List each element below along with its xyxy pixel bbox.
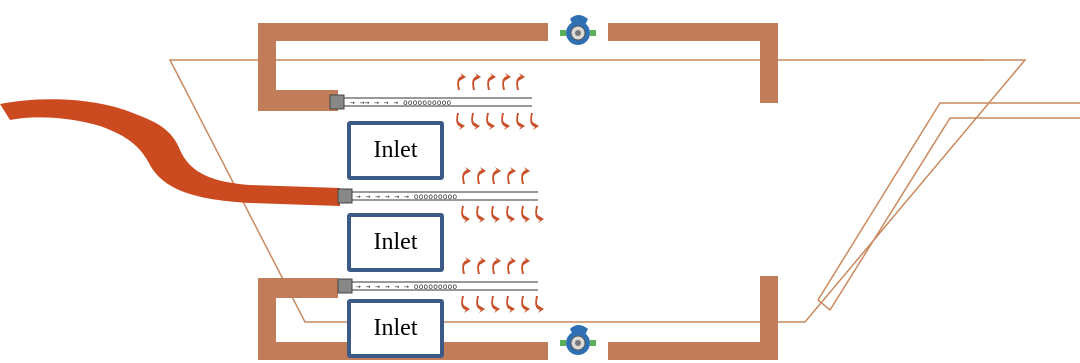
top-furnace-wall [258, 23, 778, 111]
inlet-label-2: Inlet [347, 213, 444, 272]
burner-icon [337, 278, 353, 294]
top-fan-icon [559, 14, 597, 46]
burner-icon [337, 188, 353, 204]
fuel-pipe [0, 99, 340, 206]
inlet-text: Inlet [373, 229, 418, 255]
flame-icon [456, 73, 539, 130]
inlet-label-3: Inlet [347, 299, 444, 358]
bottom-fan-icon [559, 324, 597, 356]
burner-icon [329, 94, 345, 110]
arrow-icon: → → → → → → ooooooooo [356, 192, 457, 201]
burner-2: → → → → → → ooooooooo [337, 167, 544, 223]
inlet-text: Inlet [373, 315, 418, 341]
arrow-icon: → → → → → → ooooooooo [356, 282, 457, 291]
exhaust-duct [817, 102, 1080, 312]
inlet-text: Inlet [373, 137, 418, 163]
flame-icon [461, 257, 544, 313]
arrow-icon: → →→ → → → oooooooooo [350, 98, 451, 107]
burner-3: → → → → → → ooooooooo [337, 257, 544, 313]
inlet-label-1: Inlet [347, 121, 444, 180]
burner-1: → →→ → → → oooooooooo [329, 73, 539, 130]
chamber-outline [168, 59, 1027, 323]
bottom-furnace-wall [258, 276, 778, 360]
flame-icon [461, 167, 544, 223]
